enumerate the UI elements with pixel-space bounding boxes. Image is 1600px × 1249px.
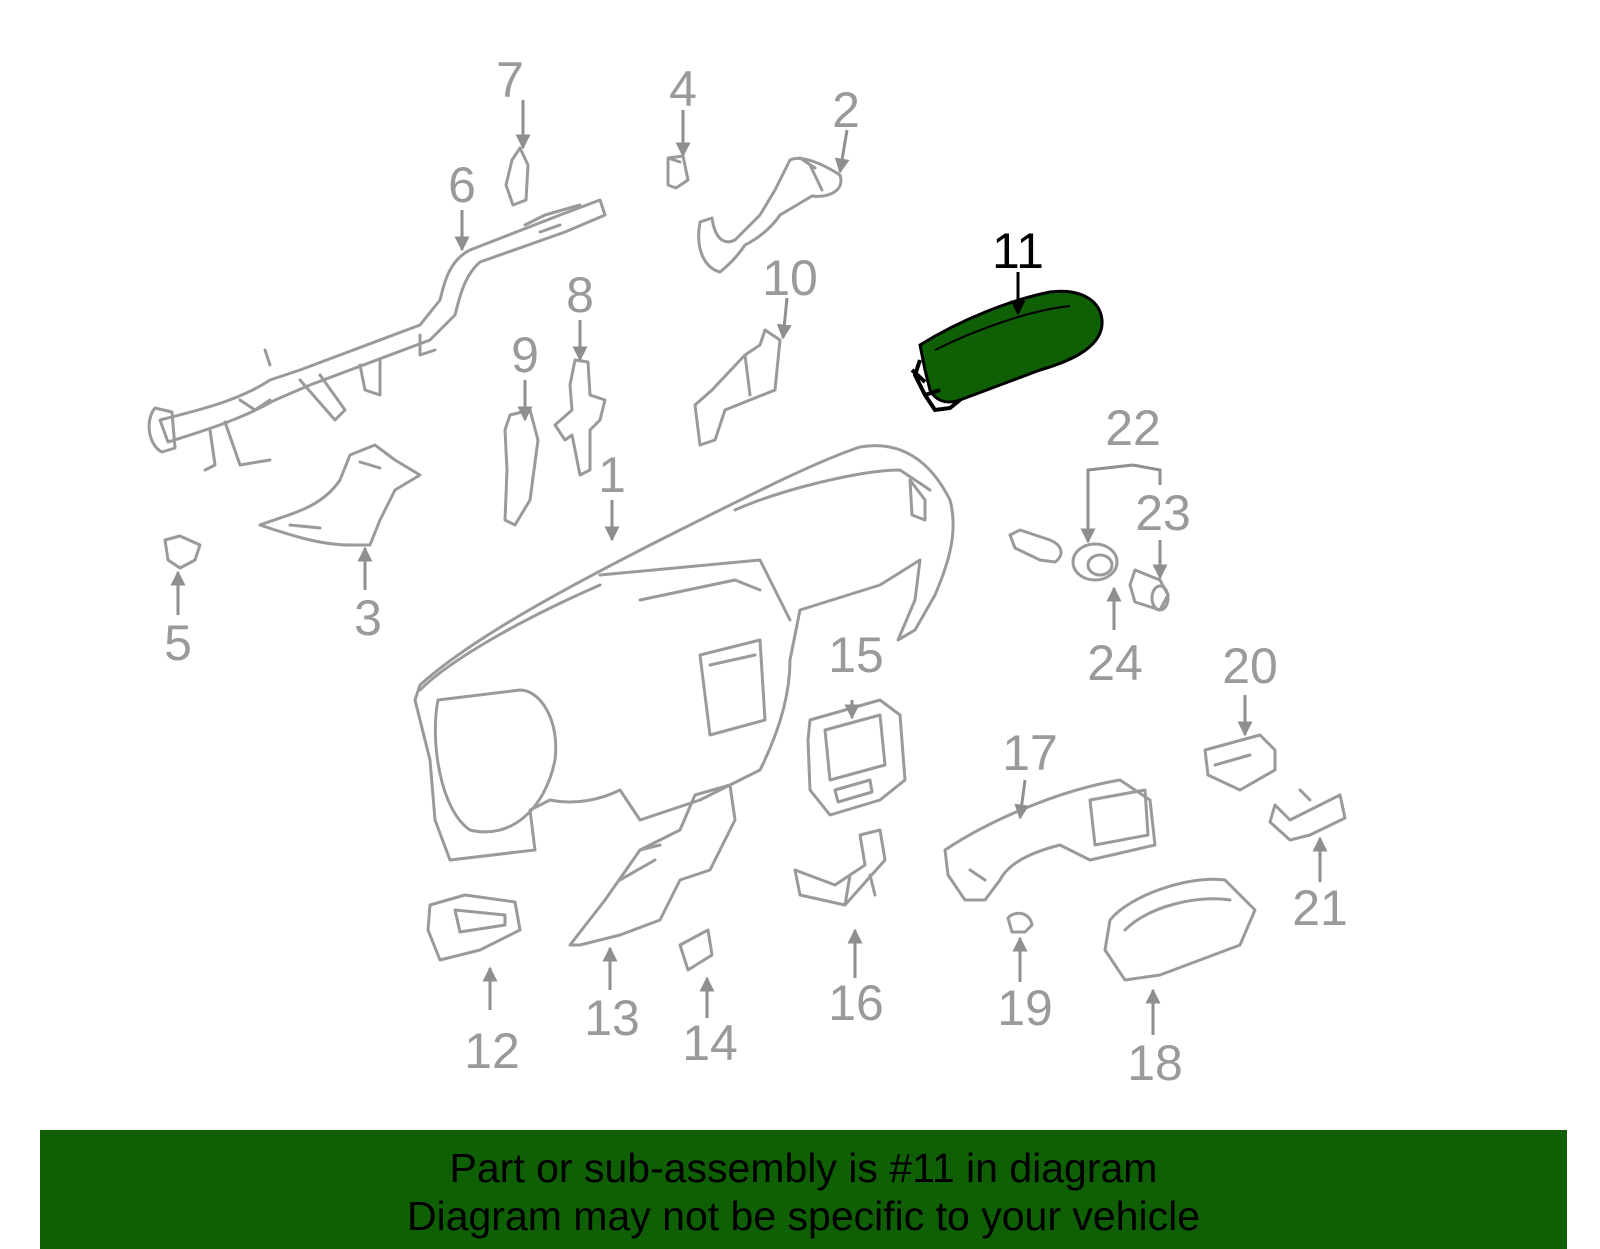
part-22-lighter-assembly (1008, 528, 1063, 564)
leader-17 (1014, 779, 1030, 820)
callout-21: 21 (1292, 880, 1348, 936)
part-1-instrument-panel (413, 444, 955, 862)
leader-10 (776, 297, 792, 340)
callout-23: 23 (1135, 485, 1191, 541)
callout-8: 8 (566, 267, 594, 323)
part-16-bracket (793, 828, 887, 907)
part-12-pocket (426, 893, 522, 962)
part-23-socket (1128, 568, 1170, 612)
banner-line-2: Diagram may not be specific to your vehi… (406, 1193, 1200, 1239)
part-20-switch (1203, 733, 1277, 792)
part-2-duct (697, 156, 843, 274)
info-banner: Part or sub-assembly is #11 in diagram D… (40, 1130, 1567, 1249)
callout-15: 15 (828, 627, 884, 683)
callout-12: 12 (464, 1023, 520, 1079)
part-18-cluster-lens (1103, 877, 1257, 982)
banner-line-1: Part or sub-assembly is #11 in diagram (449, 1145, 1158, 1191)
callout-6: 6 (448, 157, 476, 213)
callout-9: 9 (511, 327, 539, 383)
part-7-bracket (504, 146, 530, 207)
callout-24: 24 (1087, 635, 1143, 691)
leader-arrows (170, 100, 1328, 1035)
part-11-airbag-module (910, 289, 1104, 413)
part-8-bracket (553, 358, 607, 477)
part-14-clip (678, 928, 714, 972)
callout-5: 5 (164, 615, 192, 671)
callout-11: 11 (992, 223, 1044, 279)
callout-16: 16 (828, 975, 884, 1031)
callout-17: 17 (1002, 725, 1058, 781)
part-9-bracket (503, 408, 540, 527)
callout-2: 2 (832, 82, 860, 138)
callout-10: 10 (762, 250, 818, 306)
part-17-cluster-bezel (943, 778, 1157, 902)
callout-14: 14 (682, 1015, 738, 1071)
leader-22 (1086, 463, 1162, 540)
callout-13: 13 (584, 990, 640, 1046)
part-3-duct (258, 443, 422, 547)
part-21-bracket (1268, 788, 1347, 842)
callout-20: 20 (1222, 638, 1278, 694)
part-15-center-bezel (806, 698, 907, 817)
part-4-clip (666, 154, 690, 190)
part-6-crossmember (147, 198, 607, 472)
callout-7: 7 (496, 52, 524, 108)
callout-22: 22 (1105, 400, 1161, 456)
callout-18: 18 (1127, 1035, 1183, 1091)
callout-19: 19 (997, 980, 1053, 1036)
part-10-bracket (693, 328, 782, 447)
leader-2 (834, 129, 850, 174)
part-5-clip (163, 534, 202, 570)
callout-labels: 7 4 2 6 10 11 8 9 1 22 23 3 5 24 15 20 1… (164, 52, 1348, 1091)
callout-4: 4 (669, 61, 697, 117)
callout-1: 1 (598, 447, 626, 503)
part-19-knob (1006, 911, 1034, 934)
part-13-lower-cover (568, 783, 737, 947)
callout-3: 3 (354, 590, 382, 646)
part-24-ring (1071, 542, 1119, 582)
